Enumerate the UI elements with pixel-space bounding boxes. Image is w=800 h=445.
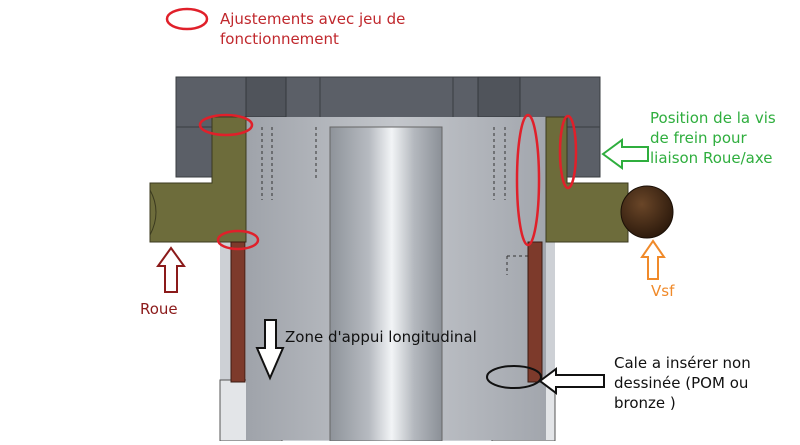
left-flange xyxy=(175,126,213,178)
legend-ellipse xyxy=(165,7,209,31)
shaft xyxy=(329,126,443,442)
fit-ellipse-right-small xyxy=(558,114,578,190)
fit-ellipse-bottom-left xyxy=(216,229,260,251)
zone-appui-arrow xyxy=(255,319,285,381)
fit-ellipses xyxy=(165,7,578,251)
vsf-arrow xyxy=(640,239,666,280)
cale-left xyxy=(230,241,246,383)
fit-ellipse-top-left xyxy=(198,113,254,137)
roue-label: Roue xyxy=(140,300,178,318)
cale-label: Cale a insérer non dessinée (POM ou bron… xyxy=(614,354,751,412)
cale-arrow xyxy=(538,367,605,395)
roue-arrow xyxy=(156,246,186,293)
cale-ellipse xyxy=(486,365,542,389)
right-flange xyxy=(566,126,601,178)
right-screw-head xyxy=(477,76,521,118)
cale-right xyxy=(527,241,543,383)
fit-ellipse-right-tall xyxy=(515,113,541,247)
left-screw-head xyxy=(245,76,287,118)
wheel-part-left xyxy=(149,116,247,243)
position-vis-label: Position de la vis de frein pour liaison… xyxy=(650,109,776,167)
vsf-label: Vsf xyxy=(651,282,675,300)
legend-label: Ajustements avec jeu de fonctionnement xyxy=(220,10,406,48)
brake-screw-ball xyxy=(620,185,674,239)
position-vis-arrow xyxy=(601,138,649,170)
zone-appui-label: Zone d'appui longitudinal xyxy=(285,328,477,346)
